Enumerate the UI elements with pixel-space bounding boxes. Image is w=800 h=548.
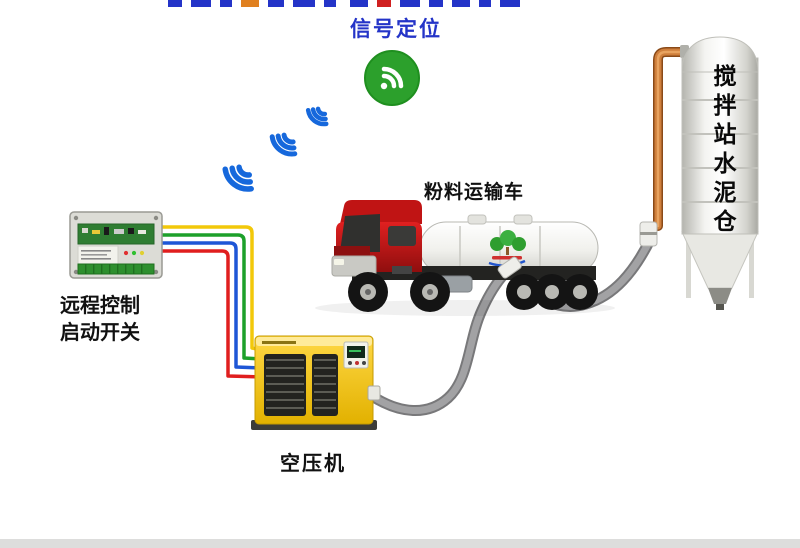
remote-switch-label-line1: 远程控制 [60, 293, 140, 317]
silo-dome [681, 36, 759, 73]
powder-truck-label: 粉料运输车 [424, 181, 525, 203]
led-green [131, 250, 137, 256]
bottom-strip [0, 539, 800, 548]
silo-body [681, 57, 759, 235]
air-compressor-label: 空压机 [280, 451, 346, 475]
remote-switch-label: 远程控制 启动开关 [60, 292, 140, 346]
cement-pipe [653, 45, 691, 231]
tank-logo [488, 230, 526, 267]
control-panel [343, 341, 369, 369]
led-red [123, 250, 129, 256]
hose-coupler-truck [497, 256, 522, 279]
headlight [334, 259, 344, 265]
silo-cone [681, 231, 759, 289]
led-yellow [139, 250, 145, 256]
remote-switch-device [69, 211, 163, 279]
signal-positioning-label: 信号定位 [350, 17, 442, 41]
wifi-badge [364, 50, 420, 106]
wire-green [160, 233, 264, 361]
terminal-block [77, 263, 155, 275]
door-window [388, 226, 416, 246]
cement-silo-label: 搅拌站水泥仓 [709, 64, 735, 238]
wire-blue [160, 241, 264, 370]
control-wires [160, 225, 264, 379]
vent-grille-left [264, 354, 306, 416]
remote-switch-label-line2: 启动开关 [60, 320, 140, 344]
wheels [348, 272, 598, 312]
air-compressor-graphic [251, 335, 381, 430]
cropped-title-fragments [168, 0, 648, 7]
wire-yellow [160, 225, 264, 352]
signal-waves-icon [222, 106, 329, 192]
air-hose-compressor-truck [366, 264, 514, 416]
windshield [340, 214, 380, 252]
wifi-icon [380, 66, 404, 90]
truck-graphic [315, 200, 615, 316]
silo-graphic [681, 36, 759, 310]
wire-red [160, 249, 264, 379]
hose-coupler-compressor [367, 385, 381, 401]
vent-grille-center [312, 354, 338, 416]
